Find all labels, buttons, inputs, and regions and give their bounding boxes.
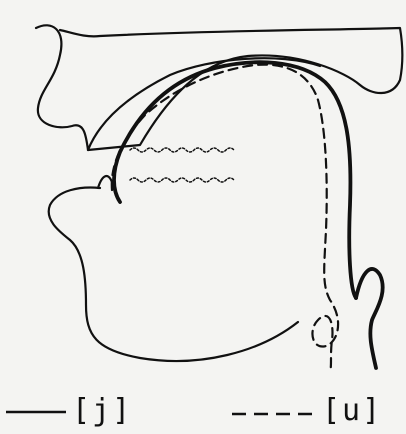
upper-teeth-wavy-line [130, 148, 234, 152]
legend-dashed-label: [u] [322, 393, 382, 428]
lower-lip-jaw-outline [49, 188, 298, 361]
lower-teeth-wavy-line [130, 178, 234, 182]
tongue-contour-j [114, 62, 356, 298]
pharynx-wall [356, 269, 383, 368]
legend-solid-label: [j] [72, 393, 132, 428]
